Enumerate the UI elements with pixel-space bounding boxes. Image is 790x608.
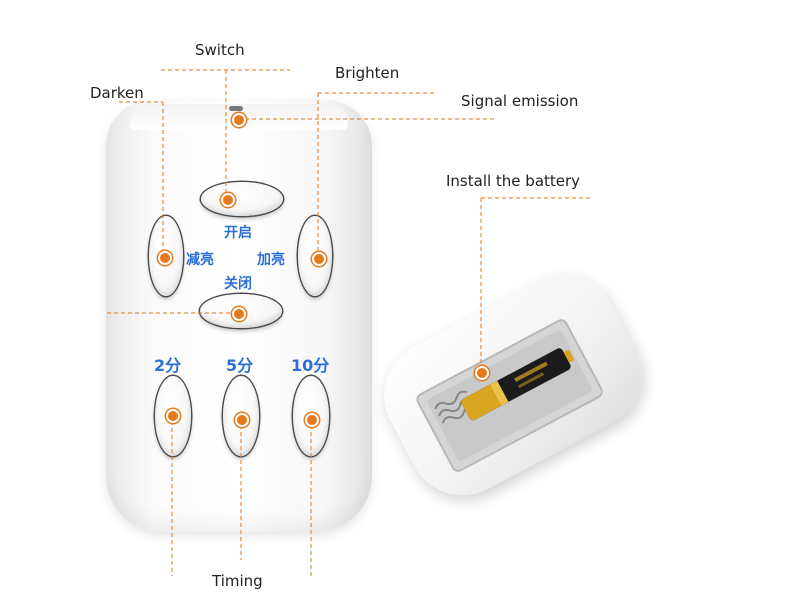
dim-label: 减亮	[186, 252, 214, 268]
signal-dot	[232, 113, 246, 127]
label-switch: Switch	[195, 41, 245, 59]
timer-5-label: 5分	[226, 356, 254, 375]
off-label: 关闭	[224, 276, 252, 292]
aaa-battery	[461, 348, 574, 421]
label-darken: Darken	[90, 84, 144, 102]
timer-10-label: 10分	[291, 356, 330, 375]
battery-dot	[475, 366, 489, 380]
timer-2-label: 2分	[154, 356, 182, 375]
label-signal-emission: Signal emission	[461, 92, 579, 110]
signal-emitter	[229, 106, 243, 111]
off-dot	[232, 307, 246, 321]
timer-5-dot	[235, 413, 249, 427]
timer-10-dot	[305, 413, 319, 427]
power-on-button[interactable]	[201, 182, 283, 216]
label-timing: Timing	[212, 572, 263, 590]
on-label: 开启	[224, 225, 252, 241]
switch-dot	[221, 193, 235, 207]
timer-2-dot	[166, 409, 180, 423]
label-brighten: Brighten	[335, 64, 400, 82]
brighten-dot	[312, 252, 326, 266]
bright-label: 加亮	[257, 252, 285, 268]
darken-dot	[158, 251, 172, 265]
label-install-battery: Install the battery	[446, 172, 581, 190]
